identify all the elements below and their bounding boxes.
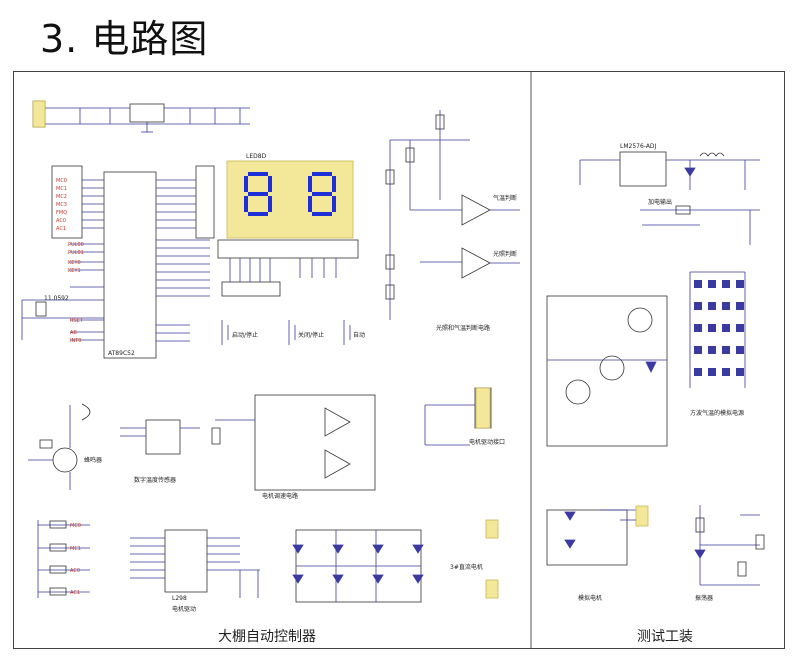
label-sw2: 关闭/停止: [298, 331, 324, 339]
net-label: KEY0: [68, 260, 81, 266]
page-heading: 3. 电路图: [40, 17, 209, 61]
oscillator-circuit: [694, 505, 765, 586]
led-matrix: [689, 271, 746, 388]
transistor-oscillator-circuit: [546, 295, 668, 447]
net-label: MC0: [56, 178, 67, 184]
seven-segment-digits: [244, 172, 336, 216]
resistor-ladder: [37, 520, 90, 598]
net-label: FMQ: [56, 210, 67, 216]
label-buzzer: 蜂鸣器: [84, 456, 102, 464]
temperature-sensor: [120, 419, 200, 455]
label-display: LED8D: [246, 153, 267, 160]
label-regulator: LM2576-ADJ: [620, 143, 657, 150]
net-label: PUL00: [68, 242, 84, 248]
net-label: MC1: [56, 186, 67, 192]
net-label: AC1: [56, 226, 66, 232]
label-motor-if: 电机调速电路: [262, 492, 298, 500]
net-label: MC0: [70, 523, 81, 529]
label-simulated-motor: 模拟电机: [578, 594, 602, 602]
l298-driver: [130, 529, 260, 598]
net-label: AB: [70, 330, 77, 336]
net-label: PUL01: [68, 250, 84, 256]
led-matrix-cells: [694, 280, 744, 376]
connectors: [32, 100, 491, 429]
seven-segment-display: [217, 160, 359, 297]
label-bridge-motor: 3#直流电机: [450, 563, 483, 571]
net-label: AC0: [70, 568, 80, 574]
label-oscillator: 振荡器: [695, 594, 713, 602]
net-label: MC1: [70, 546, 81, 552]
left-panel-caption: 大棚自动控制器: [218, 629, 316, 645]
buzzer-circuit: [28, 403, 91, 490]
label-sw3: 自动: [353, 331, 365, 339]
net-label: RSET: [70, 318, 84, 324]
label-stepper: 电机驱动接口: [469, 438, 505, 446]
diode-bridge: [292, 519, 499, 603]
net-label: INT0: [70, 338, 81, 344]
push-buttons: [221, 320, 351, 345]
regulator-circuit: [579, 151, 760, 245]
label-crystal: 11.0592: [44, 295, 69, 302]
label-light-judge: 光照判断: [493, 250, 517, 258]
net-label: KEY1: [68, 268, 81, 274]
net-labels: MC0 MC1 MC2 MC3 FMQ AC0 AC1 PUL00 PUL01 …: [56, 178, 84, 596]
label-power-note: 加电输出: [648, 198, 672, 206]
comparator-circuit: [385, 110, 520, 320]
net-label: MC3: [56, 202, 67, 208]
label-matrix-note: 方波气温的模拟电源: [690, 409, 744, 417]
mcu-section: [21, 165, 215, 359]
label-mcu: AT89C52: [108, 350, 135, 357]
label-circuit-note: 光照和气温判断电路: [436, 324, 490, 332]
net-label: MC2: [56, 194, 67, 200]
net-label: AC1: [70, 590, 80, 596]
label-sw1: 启动/停止: [232, 331, 258, 339]
label-motor-drive-chip: L298: [172, 595, 187, 602]
simulated-motor-circuit: [546, 505, 649, 566]
label-gas-alarm: 气温判断: [493, 194, 517, 202]
power-supply-section: [32, 100, 250, 133]
net-label: AC0: [56, 218, 66, 224]
motor-speed-circuit: [211, 394, 376, 491]
label-motor-drive: 电机驱动: [172, 605, 196, 613]
label-temp-sensor: 数字温度传感器: [134, 476, 176, 484]
right-panel-caption: 测试工装: [637, 629, 693, 645]
